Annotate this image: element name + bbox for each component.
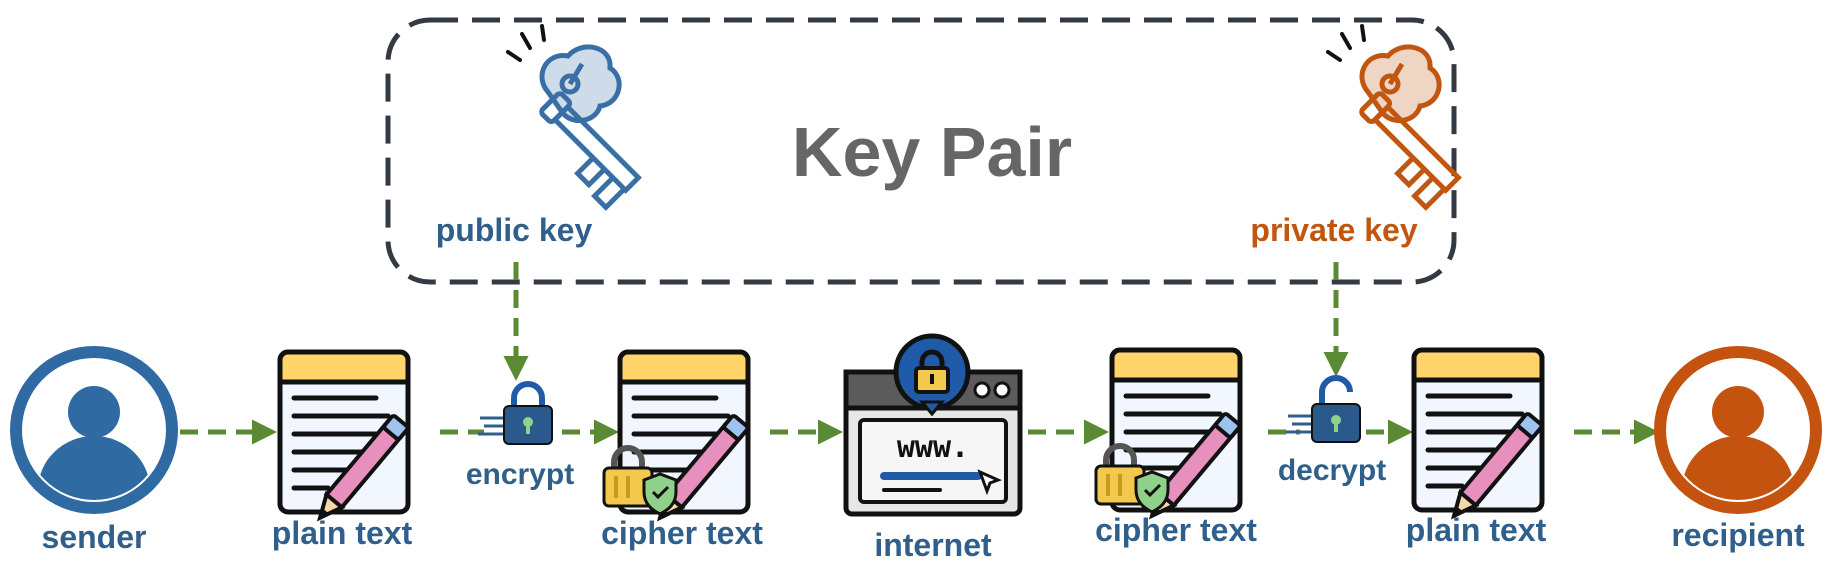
private-key-label: private key [1250,212,1417,248]
decrypt-label: decrypt [1278,454,1386,487]
cipher-text-left-icon [604,352,749,524]
plain-text-right-label: plain text [1406,512,1547,548]
plain-text-left-icon [280,352,409,524]
internet-address-text: www. [897,430,969,465]
cipher-text-right-icon [1096,350,1241,522]
cipher-text-left-label: cipher text [601,515,763,551]
key-pair-box [385,17,1457,285]
public-key-icon [508,26,642,209]
recipient-label: recipient [1671,517,1805,553]
sender-icon [16,352,172,544]
sender-label: sender [42,519,147,555]
key-pair-title: Key Pair [792,113,1072,191]
encrypt-label: encrypt [466,458,574,491]
encrypt-padlock-icon [478,381,553,445]
recipient-icon [1660,352,1816,544]
plain-text-left-label: plain text [272,515,413,551]
public-key-label: public key [436,212,593,248]
internet-browser-icon [843,333,1023,517]
private-key-icon [1328,26,1462,209]
internet-label: internet [874,527,992,563]
decrypt-padlock-icon [1286,375,1361,443]
cipher-text-right-label: cipher text [1095,512,1257,548]
plain-text-right-icon [1414,350,1543,522]
